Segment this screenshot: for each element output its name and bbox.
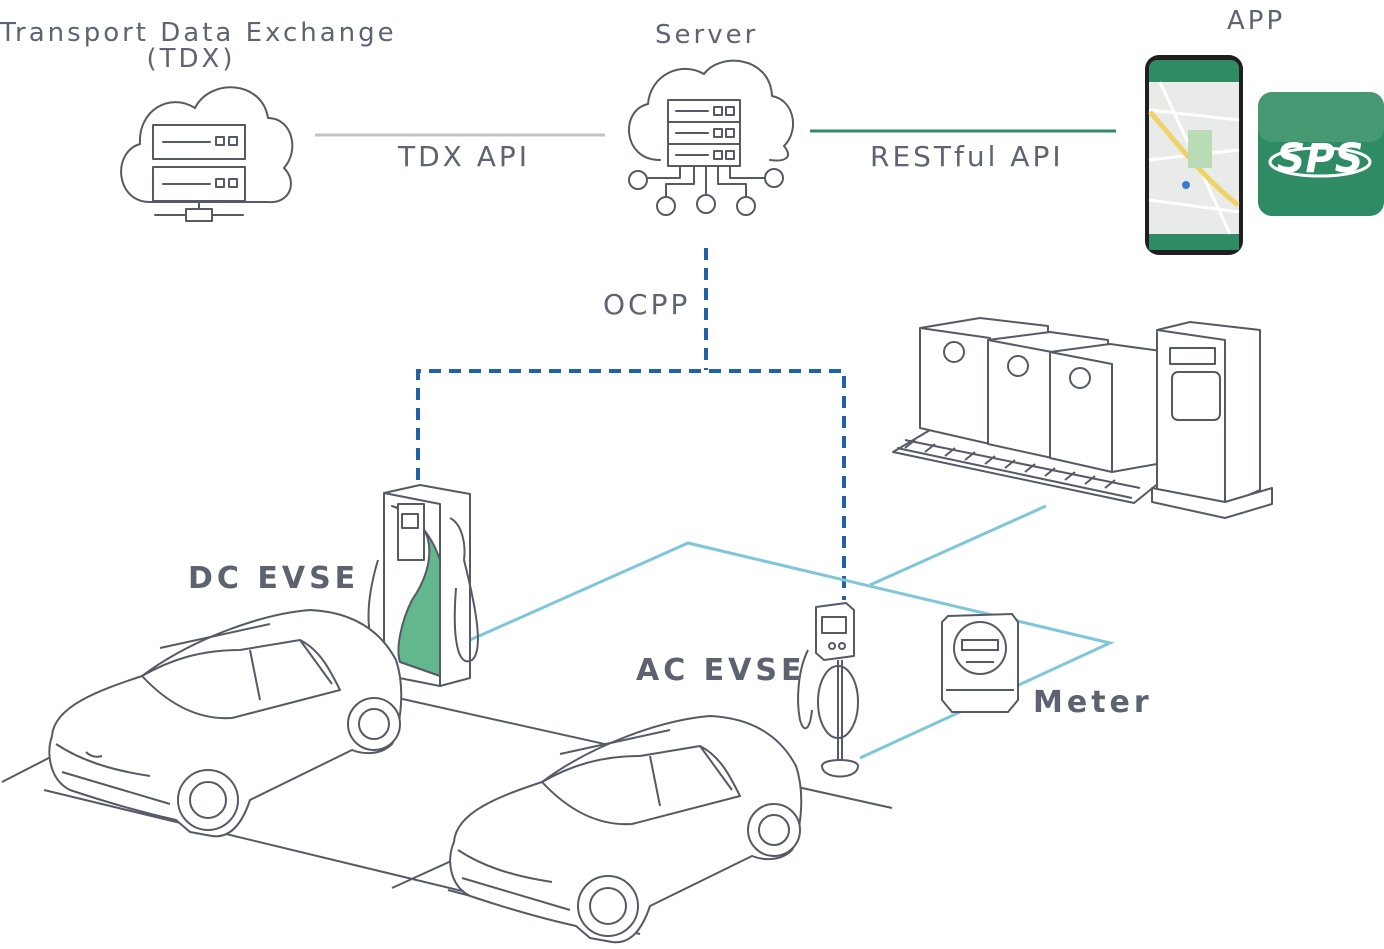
energy-storage-icon [892, 317, 1273, 519]
tdx-label: Transport Data Exchange (TDX) [0, 18, 397, 74]
ac-charger-icon [797, 602, 859, 778]
app-logo-icon: SPS [1258, 92, 1384, 216]
server-cloud-icon [627, 59, 794, 216]
smartphone-app-icon [1145, 55, 1243, 255]
car-icon [48, 609, 403, 838]
tdx-cloud-server-icon [120, 86, 294, 222]
dc-charger-icon [367, 484, 479, 687]
restful-api-label: RESTful API [870, 140, 1064, 173]
tdx-label-line2: (TDX) [146, 44, 236, 74]
tdx-api-label: TDX API [398, 140, 531, 173]
ac-evse-label: AC EVSE [636, 653, 806, 688]
ocpp-link [416, 248, 846, 600]
car-icon [449, 715, 803, 944]
dc-evse-label: DC EVSE [188, 561, 360, 596]
app-label: APP [1227, 6, 1286, 36]
tdx-label-line1: Transport Data Exchange [0, 18, 397, 48]
svg-text:SPS: SPS [1277, 136, 1364, 182]
server-label: Server [655, 20, 759, 50]
meter-label: Meter [1033, 685, 1153, 720]
ocpp-label: OCPP [603, 288, 691, 321]
meter-icon [941, 612, 1019, 713]
